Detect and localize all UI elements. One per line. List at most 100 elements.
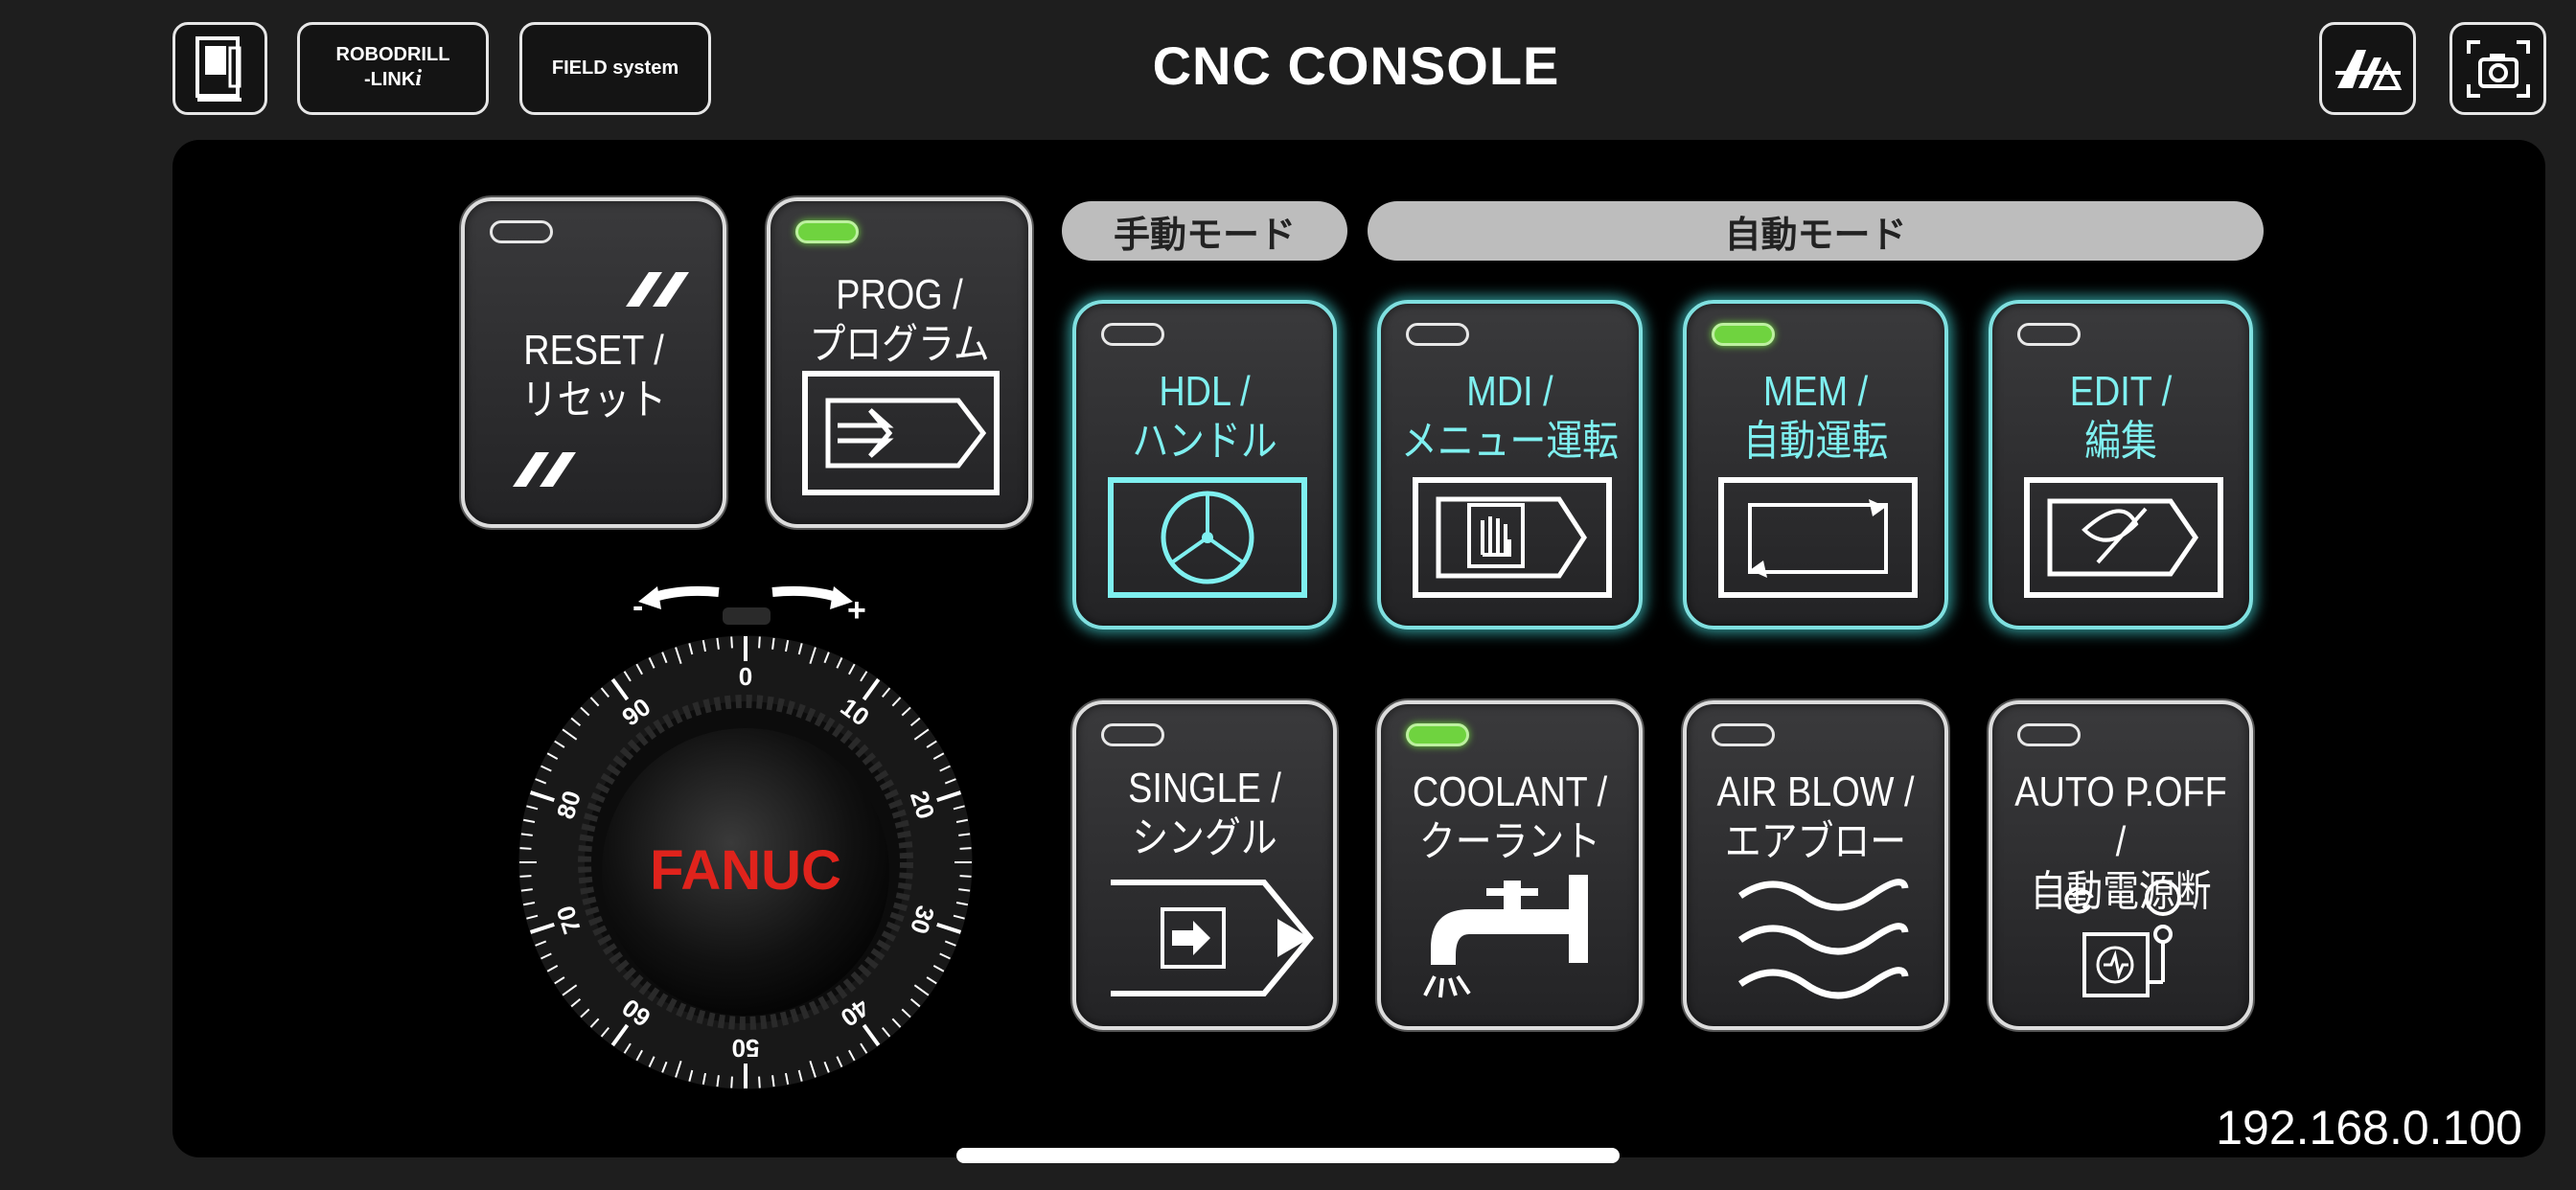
airblow-label: AIR BLOW / エアブロー [1705, 767, 1926, 867]
dial-tick [955, 901, 969, 906]
program-icon [802, 371, 1000, 495]
dial-tick [836, 657, 843, 669]
edit-mode-button[interactable]: EDIT / 編集 [1989, 300, 2253, 629]
dial-tick [526, 914, 539, 920]
edit-label: EDIT / 編集 [2011, 367, 2231, 467]
dial-tick [913, 728, 930, 741]
dial-tick [809, 1061, 816, 1078]
prog-label-en: PROG / [836, 271, 963, 318]
dial-tick [771, 1075, 775, 1087]
dial-tick [529, 922, 555, 934]
coolant-label: COOLANT / クーラント [1399, 767, 1621, 867]
dial-tick [661, 1061, 668, 1073]
dial-tick [519, 875, 532, 878]
single-block-button[interactable]: SINGLE / シングル [1072, 700, 1337, 1030]
home-indicator[interactable] [956, 1148, 1620, 1163]
dial-tick [546, 965, 559, 973]
axis-view-button[interactable] [2319, 22, 2416, 115]
airblow-led [1712, 723, 1775, 746]
dial-tick [562, 984, 578, 996]
minus-label: - [632, 588, 643, 625]
dial-tick [909, 998, 921, 1008]
dial-tick [784, 639, 790, 652]
edit-label-en: EDIT / [2069, 368, 2173, 415]
dial-tick [862, 1023, 881, 1047]
dial-tick [959, 875, 972, 878]
airblow-label-en: AIR BLOW / [1716, 768, 1915, 815]
mem-led [1712, 323, 1775, 346]
prog-led [795, 220, 859, 243]
dial-tick [958, 888, 971, 892]
dial-tick [932, 965, 945, 973]
mem-mode-button[interactable]: MEM / 自動運転 [1683, 300, 1948, 629]
dial-tick [580, 706, 590, 717]
reset-label-en: RESET / [523, 327, 664, 374]
mem-label-jp: 自動運転 [1742, 418, 1889, 465]
dial-tick [540, 952, 552, 960]
dial-tick [600, 687, 610, 698]
reset-button[interactable]: RESET / リセット [461, 197, 726, 528]
fanuc-logo: FANUC [650, 839, 841, 902]
autopoff-label: AUTO P.OFF / 自動電源断 [2011, 767, 2231, 917]
auto-cycle-icon [1718, 477, 1918, 598]
dial-tick [882, 1026, 891, 1038]
edit-led [2017, 323, 2081, 346]
field-system-button[interactable]: FIELD system [519, 22, 711, 115]
air-blow-button[interactable]: AIR BLOW / エアブロー [1683, 700, 1948, 1030]
dial-tick [635, 663, 643, 675]
dial-tick [891, 697, 902, 707]
dial-tick [758, 1076, 761, 1088]
single-label: SINGLE / シングル [1094, 764, 1315, 863]
auto-mode-bar: 自動モード [1368, 201, 2264, 261]
single-led [1101, 723, 1164, 746]
auto-power-off-button[interactable]: AUTO P.OFF / 自動電源断 [1989, 700, 2253, 1030]
single-label-jp: シングル [1132, 814, 1277, 861]
manual-mode-bar: 手動モード [1062, 201, 1347, 261]
dial-tick [688, 1069, 694, 1082]
hdl-label-jp: ハンドル [1132, 418, 1277, 465]
dial-tick [648, 657, 656, 669]
rotate-cw-arrow-icon [771, 585, 841, 603]
robodrill-label-line1: ROBODRILL [335, 44, 450, 66]
dial-tick [901, 706, 911, 717]
dial-tick [944, 778, 956, 785]
dial-tick [562, 728, 578, 741]
dial-tick [730, 636, 733, 649]
dial-tick [535, 778, 547, 785]
coolant-button[interactable]: COOLANT / クーラント [1377, 700, 1643, 1030]
dial-tick [529, 790, 555, 803]
dial-tick [675, 647, 682, 664]
mdi-mode-button[interactable]: MDI / メニュー運転 [1377, 300, 1643, 629]
dial-tick [716, 637, 720, 650]
dial-tick [526, 805, 539, 811]
prog-button[interactable]: PROG / プログラム [767, 197, 1032, 528]
dial-tick [716, 1075, 720, 1087]
reset-led [490, 220, 553, 243]
dial-tick [758, 636, 761, 649]
robodrill-link-button[interactable]: ROBODRILL -LINKi [297, 22, 489, 115]
field-system-label: FIELD system [551, 57, 679, 79]
machine-view-button[interactable] [172, 22, 267, 115]
dial-tick [932, 752, 945, 760]
screenshot-button[interactable] [2450, 22, 2546, 115]
zero-marker [723, 607, 770, 625]
dial-tick [623, 1042, 632, 1054]
plus-label: + [847, 592, 866, 629]
dial-tick [535, 940, 547, 947]
dial-tick [522, 818, 536, 824]
dial-tick [797, 1069, 803, 1082]
dial-tick [522, 901, 536, 906]
coolant-label-jp: クーラント [1418, 818, 1601, 865]
hdl-led [1101, 323, 1164, 346]
ip-address: 192.168.0.100 [2216, 1101, 2522, 1155]
dial-tick [939, 765, 951, 772]
dial-ticks [519, 636, 972, 1088]
dial-tick [520, 888, 533, 892]
faucet-icon [1423, 875, 1588, 998]
dial-tick [958, 833, 971, 836]
dial-tick [546, 752, 559, 760]
mdi-hand-icon [1413, 477, 1612, 598]
hdl-mode-button[interactable]: HDL / ハンドル [1072, 300, 1337, 629]
